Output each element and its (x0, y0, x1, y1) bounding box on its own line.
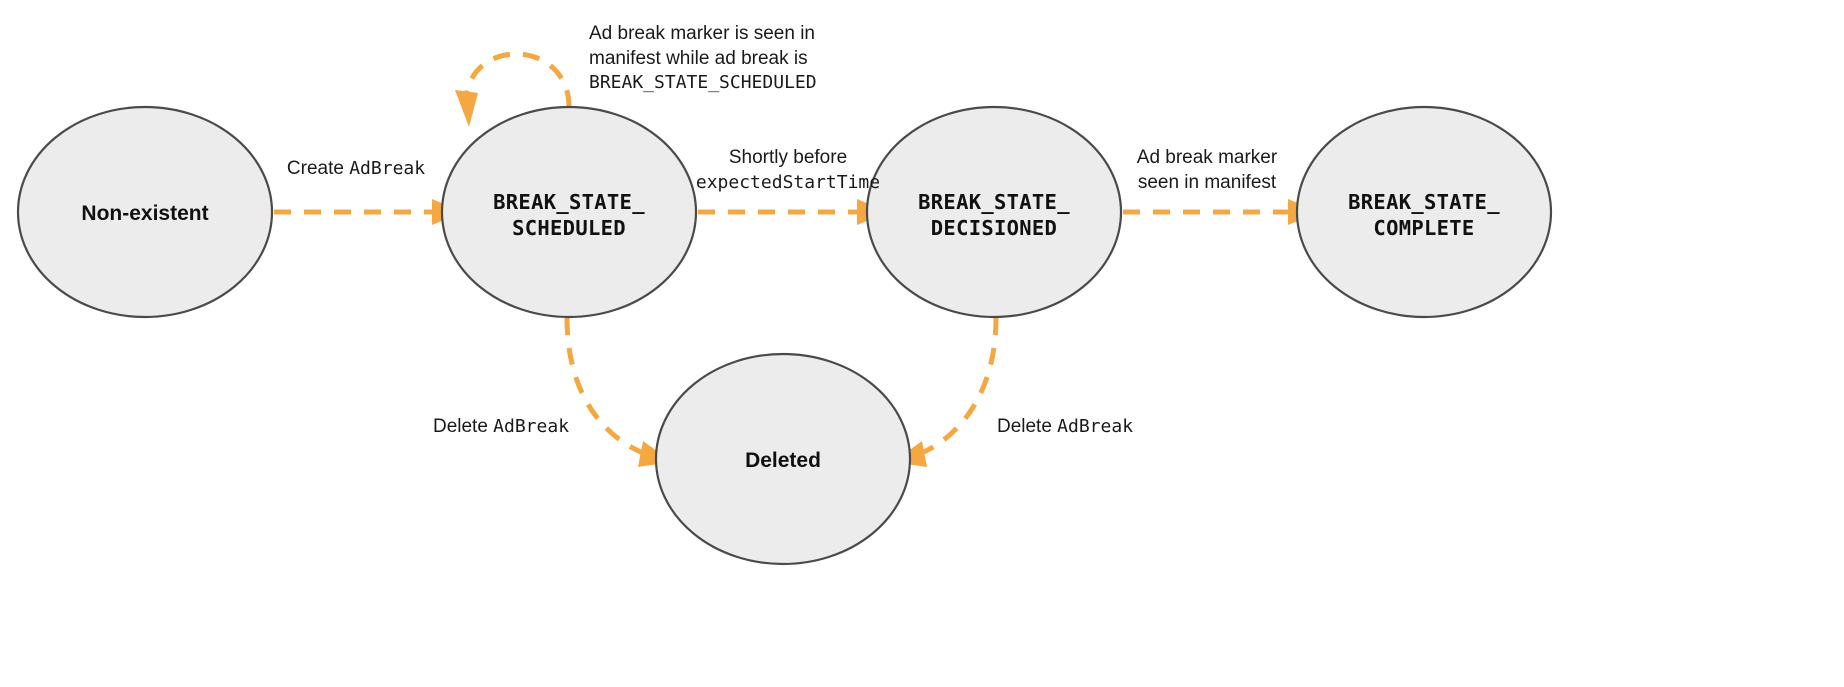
edge-label-shortly-before-code: expectedStartTime (696, 172, 880, 193)
node-deleted-label: Deleted (745, 449, 821, 472)
node-break-state-complete-label-line1: BREAK_STATE_ (1348, 190, 1500, 214)
edge-label-create-adbreak-plain: Create (287, 158, 349, 179)
edge-label-self-loop-line1: Ad break marker is seen in (589, 23, 815, 44)
edge-self-loop-scheduled-arrowhead (455, 90, 478, 127)
edge-self-loop-scheduled-line (463, 51, 572, 108)
node-non-existent-shape[interactable] (16, 105, 274, 319)
edge-label-marker-seen-line2: seen in manifest (1138, 172, 1277, 193)
edge-label-delete-from-decisioned: Delete AdBreak (997, 416, 1133, 437)
edge-label-delete-from-decisioned-code: AdBreak (1057, 416, 1133, 437)
node-break-state-decisioned-label-line2: DECISIONED (931, 216, 1057, 240)
node-break-state-decisioned[interactable]: BREAK_STATE_ DECISIONED (865, 105, 1123, 319)
node-break-state-complete-label-line2: COMPLETE (1373, 216, 1474, 240)
edge-label-create-adbreak: Create AdBreak (287, 158, 425, 179)
node-break-state-decisioned-shape[interactable] (865, 105, 1123, 319)
edge-self-loop-scheduled (455, 51, 572, 127)
node-break-state-complete[interactable]: BREAK_STATE_ COMPLETE (1295, 105, 1553, 319)
node-break-state-decisioned-label-line1: BREAK_STATE_ (918, 190, 1070, 214)
node-break-state-scheduled-label-line1: BREAK_STATE_ (493, 190, 645, 214)
edge-label-delete-from-scheduled: Delete AdBreak (433, 416, 569, 437)
node-deleted[interactable]: Deleted (654, 352, 912, 566)
edge-shortly-before-expected-start-time (698, 199, 888, 225)
edge-delete-scheduled-line (564, 317, 649, 458)
node-deleted-shape[interactable] (654, 352, 912, 566)
node-break-state-complete-shape[interactable] (1295, 105, 1553, 319)
edge-label-delete-from-scheduled-plain: Delete (433, 416, 493, 437)
node-break-state-scheduled[interactable]: BREAK_STATE_ SCHEDULED (440, 105, 698, 319)
edge-label-shortly-before-line1: Shortly before (729, 147, 847, 168)
edge-create-adbreak (274, 199, 463, 225)
node-break-state-scheduled-shape[interactable] (440, 105, 698, 319)
edge-label-delete-from-decisioned-plain: Delete (997, 416, 1057, 437)
edge-delete-decisioned-line (916, 317, 999, 458)
edge-label-create-adbreak-code: AdBreak (349, 158, 425, 179)
edge-label-self-loop-line2: manifest while ad break is (589, 48, 808, 69)
edge-label-marker-seen-line1: Ad break marker (1137, 147, 1278, 168)
edge-label-self-loop-code: BREAK_STATE_SCHEDULED (589, 72, 817, 93)
edge-ad-break-marker-seen-in-manifest (1123, 199, 1319, 225)
edge-label-delete-from-scheduled-code: AdBreak (493, 416, 569, 437)
node-non-existent-label: Non-existent (81, 202, 208, 225)
node-break-state-scheduled-label-line2: SCHEDULED (512, 216, 626, 240)
node-non-existent[interactable]: Non-existent (16, 105, 274, 319)
